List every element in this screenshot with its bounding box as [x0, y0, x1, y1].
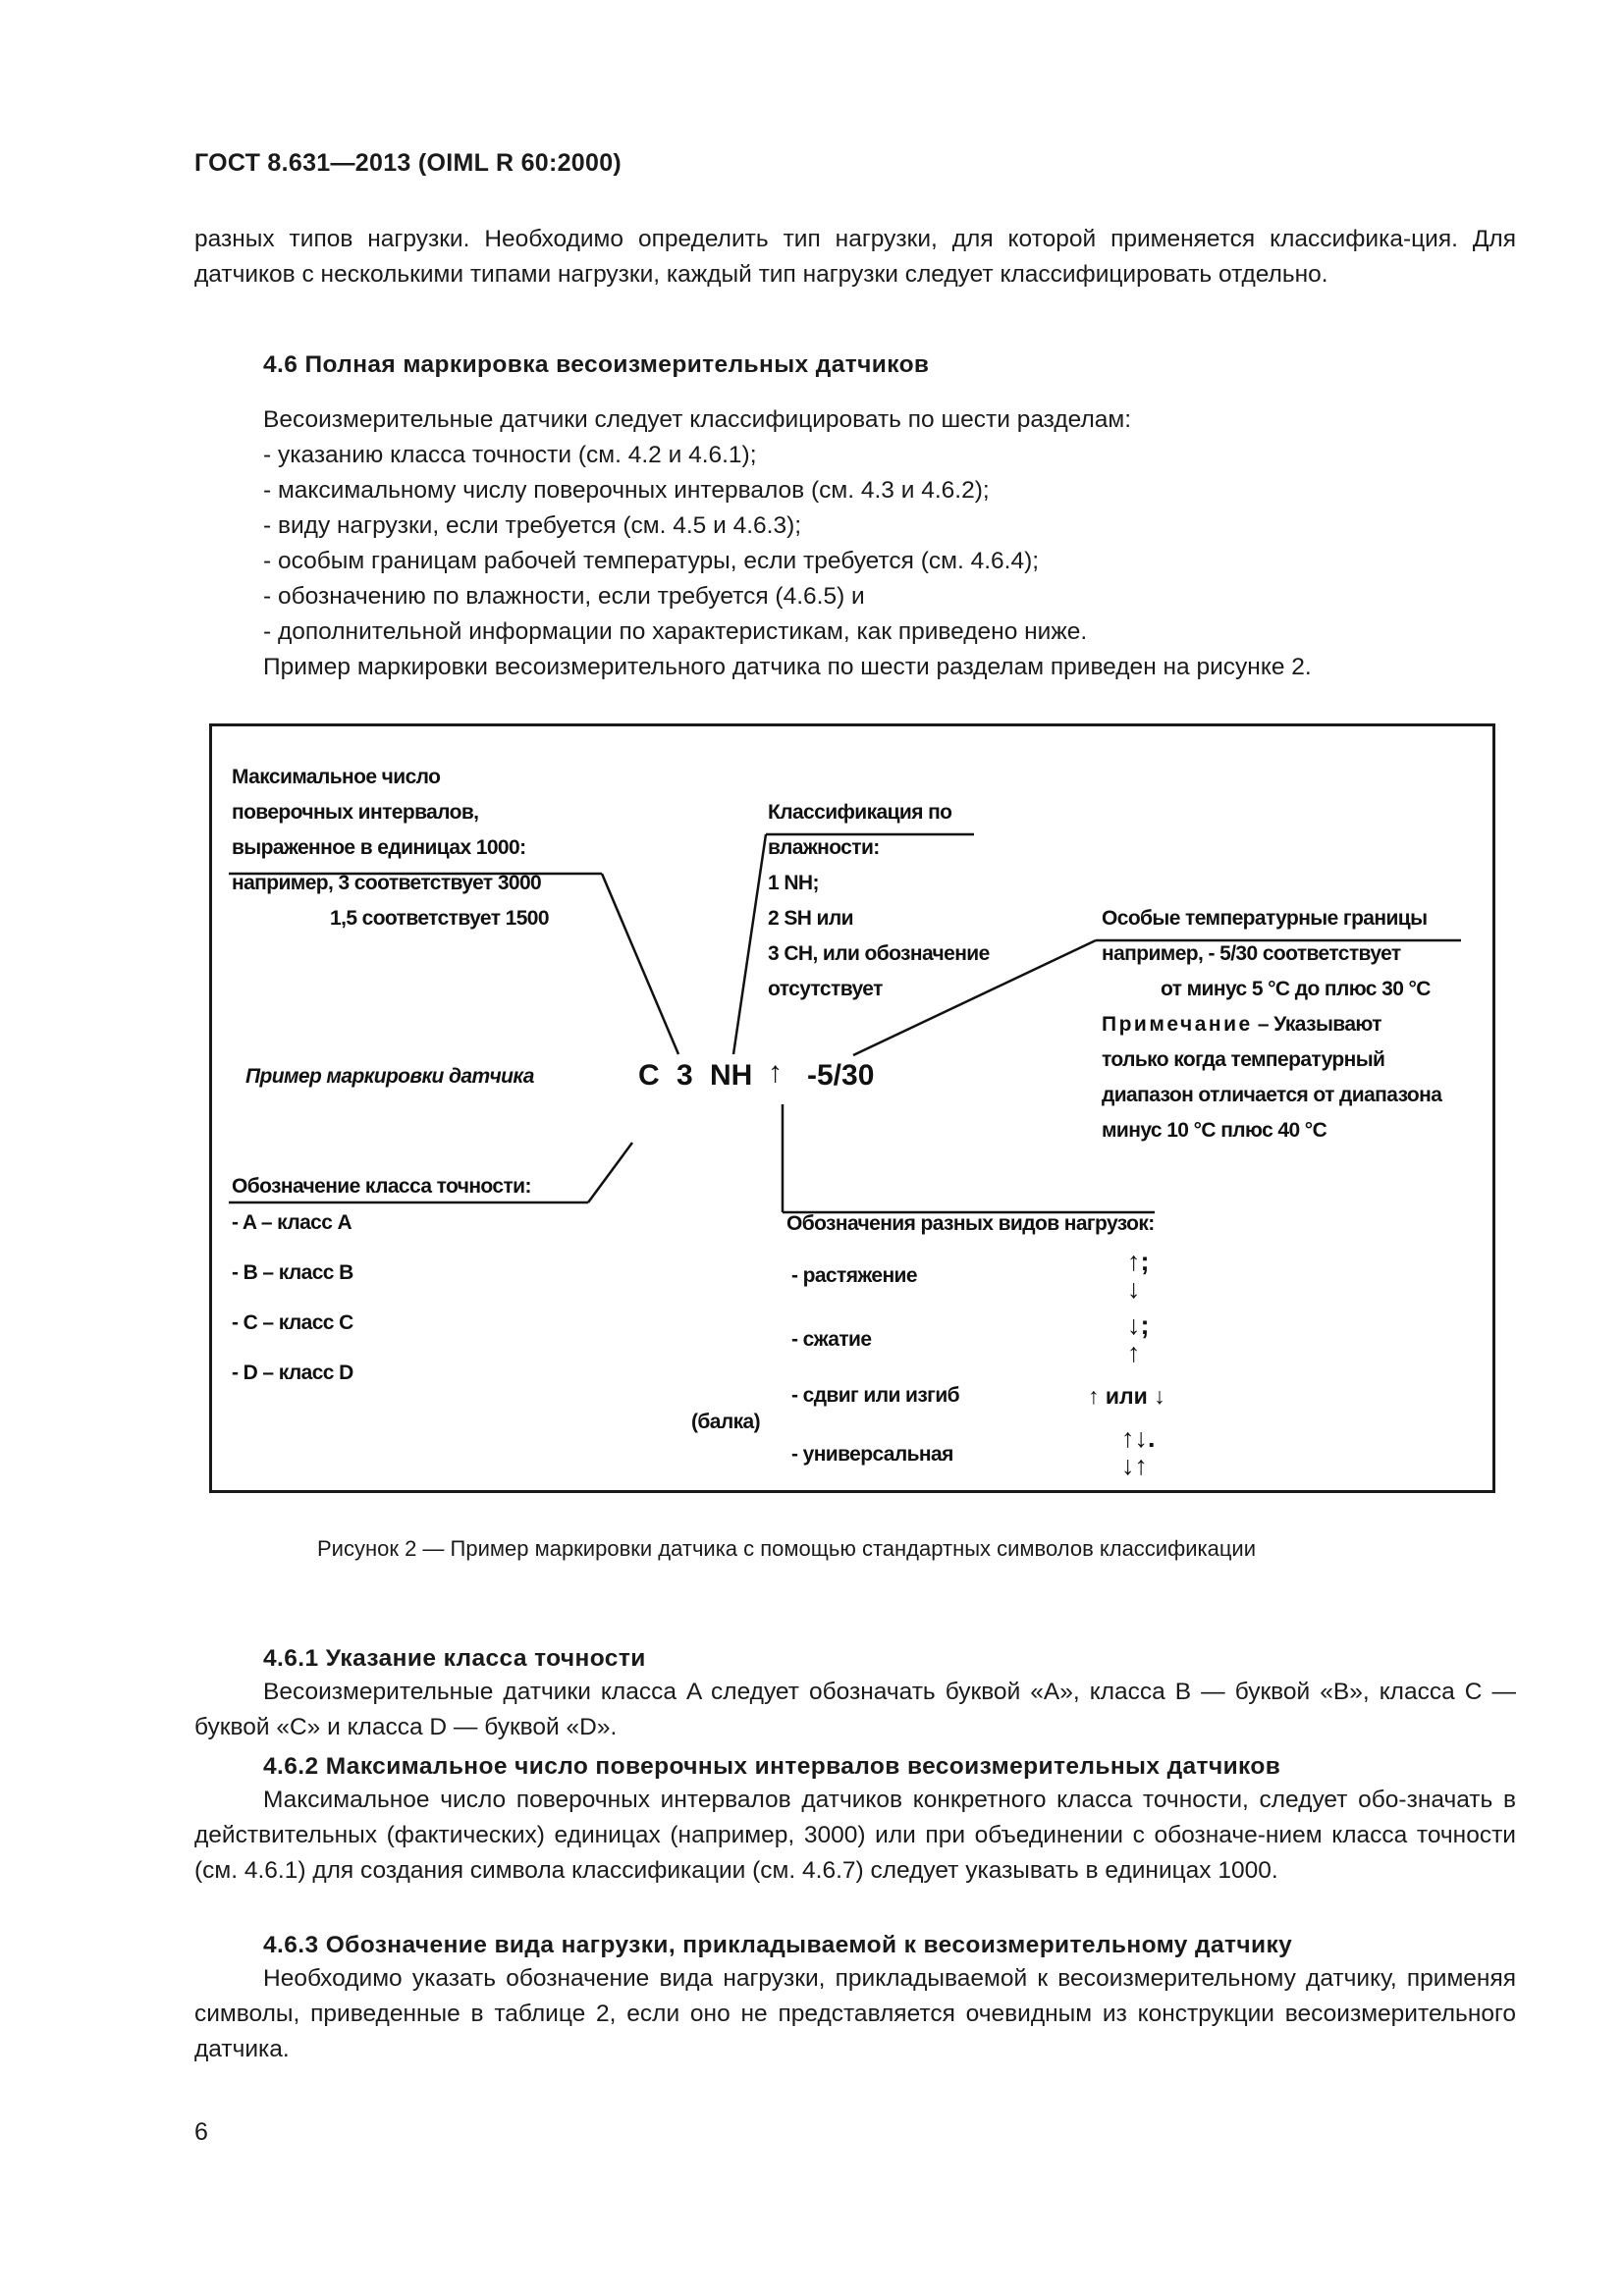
intro-paragraph: разных типов нагрузки. Необходимо опреде…	[194, 226, 1516, 288]
humidity-line: 1 NH;	[768, 872, 819, 894]
section-4-6-1-heading: 4.6.1 Указание класса точности	[263, 1645, 646, 1672]
leader-line	[852, 938, 1097, 1057]
accuracy-item: - A – класс A	[232, 1211, 352, 1234]
section-4-6-line: - виду нагрузки, если требуется (см. 4.5…	[263, 512, 802, 539]
temperature-line: от минус 5 °С до плюс 30 °С	[1161, 978, 1431, 1000]
humidity-line: 3 CH, или обозначение	[768, 942, 990, 965]
humidity-line: 2 SH или	[768, 907, 853, 930]
figure-2: Максимальное число поверочных интервалов…	[209, 723, 1495, 1493]
note-line: Примечание – Указывают	[1102, 1013, 1382, 1037]
section-4-6-line: - максимальному числу поверочных интерва…	[263, 477, 990, 504]
note-label: Примечание	[1102, 1013, 1253, 1036]
leader-line	[731, 833, 768, 1055]
universal-arrows-top-icon: ↑↓.	[1121, 1423, 1156, 1453]
marking-class: C	[638, 1059, 660, 1092]
figure-caption: Рисунок 2 — Пример маркировки датчика с …	[317, 1536, 1257, 1561]
marking-load-arrow: ↑	[768, 1056, 783, 1089]
load-item: - сжатие	[791, 1328, 872, 1351]
section-4-6-3-heading: 4.6.3 Обозначение вида нагрузки, приклад…	[263, 1932, 1293, 1958]
note-rest: – Указывают	[1252, 1013, 1382, 1036]
marking-intervals: 3	[677, 1059, 693, 1092]
temperature-line: например, - 5/30 соответствует	[1102, 942, 1401, 965]
accuracy-item: - D – класс D	[232, 1362, 353, 1384]
leader-line	[586, 1142, 634, 1203]
load-item: - растяжение	[791, 1264, 918, 1287]
shear-arrows-icon: ↑ или ↓	[1088, 1383, 1165, 1409]
section-4-6-3-text: Необходимо указать обозначение вида нагр…	[194, 1965, 1516, 2062]
marking-temperature: -5/30	[807, 1059, 875, 1092]
humidity-line: Классификация по	[768, 801, 952, 824]
humidity-line: влажности:	[768, 836, 880, 859]
note-line: минус 10 °С плюс 40 °С	[1102, 1119, 1327, 1142]
max-intervals-line: например, 3 соответствует 3000	[232, 872, 542, 894]
page-number: 6	[194, 2118, 208, 2146]
compression-arrow-up-icon: ↑	[1127, 1338, 1141, 1367]
section-4-6-line: - обозначению по влажности, если требует…	[263, 583, 865, 610]
section-4-6-heading: 4.6 Полная маркировка весоизмерительных …	[263, 351, 930, 378]
note-line: диапазон отличается от диапазона	[1102, 1084, 1442, 1106]
accuracy-title: Обозначение класса точности:	[232, 1175, 531, 1198]
tension-arrow-down-icon: ↓	[1127, 1274, 1141, 1304]
section-4-6-line: - указанию класса точности (см. 4.2 и 4.…	[263, 442, 757, 468]
load-item: - универсальная	[791, 1443, 953, 1466]
section-4-6-line: - особым границам рабочей температуры, е…	[263, 548, 1040, 574]
max-intervals-line: Максимальное число	[232, 766, 441, 788]
humidity-line: отсутствует	[768, 978, 883, 1000]
section-4-6-2-text: Максимальное число поверочных интервалов…	[194, 1787, 1516, 1884]
section-4-6-line: Весоизмерительные датчики следует класси…	[263, 406, 1132, 433]
beam-label: (балка)	[691, 1411, 761, 1433]
accuracy-item: - B – класс B	[232, 1261, 353, 1284]
section-4-6-1-text: Весоизмерительные датчики класса A следу…	[194, 1679, 1516, 1740]
max-intervals-line: 1,5 соответствует 1500	[330, 907, 550, 930]
max-intervals-line: выраженное в единицах 1000:	[232, 836, 526, 859]
max-intervals-line: поверочных интервалов,	[232, 801, 479, 824]
load-title: Обозначения разных видов нагрузок:	[786, 1212, 1155, 1235]
compression-arrow-down-icon: ↓;	[1127, 1310, 1150, 1340]
section-4-6-line: - дополнительной информации по характери…	[263, 618, 1088, 645]
tension-arrow-up-icon: ↑;	[1127, 1247, 1150, 1276]
accuracy-item: - C – класс C	[232, 1311, 353, 1334]
section-4-6-line: Пример маркировки весоизмерительного дат…	[263, 654, 1312, 680]
marking-humidity: NH	[710, 1059, 753, 1092]
load-item: - сдвиг или изгиб	[791, 1384, 960, 1407]
section-4-6-2-heading: 4.6.2 Максимальное число поверочных инте…	[263, 1753, 1281, 1780]
universal-arrows-bottom-icon: ↓↑	[1121, 1451, 1148, 1480]
example-label: Пример маркировки датчика	[245, 1065, 534, 1088]
note-line: только когда температурный	[1102, 1048, 1385, 1071]
temperature-line: Особые температурные границы	[1102, 907, 1428, 930]
document-header: ГОСТ 8.631—2013 (OIML R 60:2000)	[194, 149, 623, 177]
figure-leader-lines	[229, 832, 1461, 1214]
leader-line	[600, 873, 680, 1055]
